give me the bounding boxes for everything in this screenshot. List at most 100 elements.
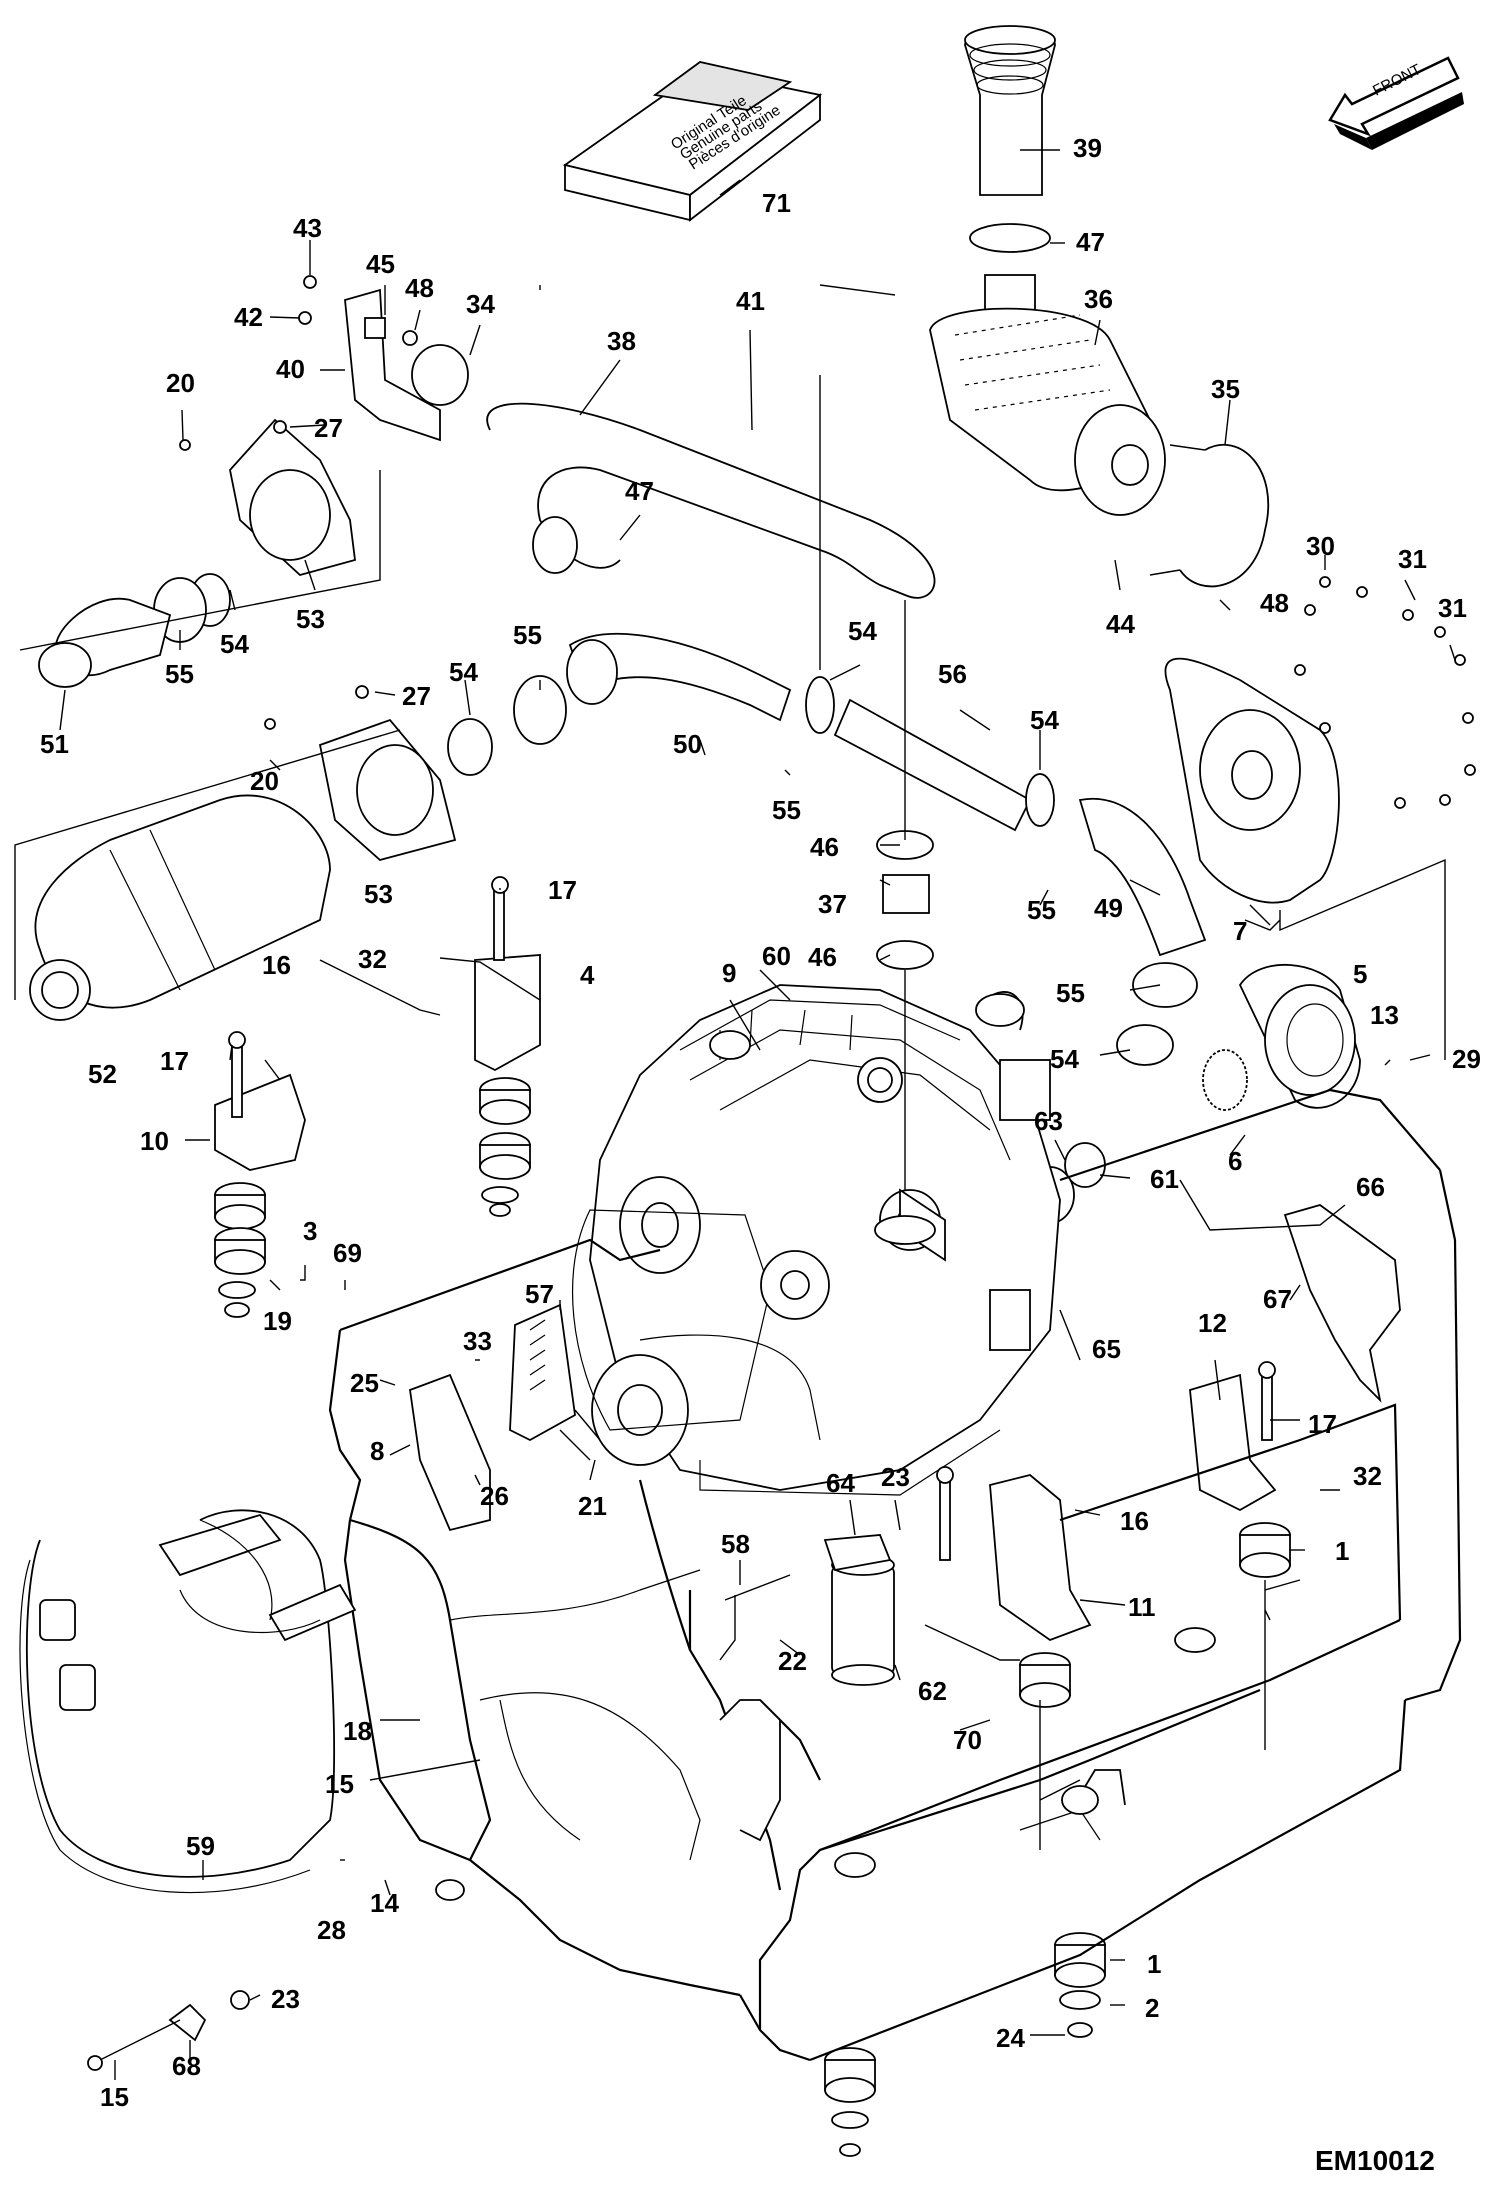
callout-48-upper: 48 xyxy=(405,273,434,303)
callout-19: 19 xyxy=(263,1306,292,1336)
callout-40: 40 xyxy=(276,354,305,384)
mounting-bracket-53-upper xyxy=(38,418,356,688)
callout-51: 51 xyxy=(40,729,69,759)
callout-17-right: 17 xyxy=(1308,1409,1337,1439)
callout-8: 8 xyxy=(370,1436,384,1466)
callout-55-b: 55 xyxy=(513,620,542,650)
callout-11: 11 xyxy=(1128,1592,1156,1622)
clip-68 xyxy=(87,1990,250,2071)
callout-54-upper: 54 xyxy=(220,629,249,659)
engine-mount-brackets xyxy=(214,876,1291,2157)
callout-17-left: 17 xyxy=(160,1046,189,1076)
callout-2: 2 xyxy=(1145,1993,1159,2023)
callout-43: 43 xyxy=(293,213,322,243)
callout-59: 59 xyxy=(186,1831,215,1861)
callout-15-upper: 15 xyxy=(325,1769,354,1799)
callout-23-lower: 23 xyxy=(271,1984,300,2014)
callout-48-lower: 48 xyxy=(1260,588,1289,618)
callout-63: 63 xyxy=(1034,1106,1063,1136)
callout-52: 52 xyxy=(88,1059,117,1089)
callout-27-upper: 27 xyxy=(314,413,343,443)
heat-shield-66 xyxy=(1283,1204,1401,1403)
callout-1-lower: 1 xyxy=(1147,1949,1161,1979)
wiring-harness-59 xyxy=(19,1509,357,1894)
callout-24: 24 xyxy=(996,2023,1025,2053)
chassis-frame xyxy=(328,1088,1462,2062)
hose-clamps xyxy=(153,573,1198,1066)
callout-17-upper: 17 xyxy=(548,875,577,905)
front-arrow-icon: FRONT xyxy=(1328,56,1464,150)
callout-42: 42 xyxy=(234,302,263,332)
callout-22: 22 xyxy=(778,1646,807,1676)
callout-54-b: 54 xyxy=(848,616,877,646)
callout-55-e: 55 xyxy=(1056,978,1085,1008)
callout-55-c: 55 xyxy=(772,795,801,825)
callout-65: 65 xyxy=(1092,1334,1121,1364)
callout-38: 38 xyxy=(607,326,636,356)
muffler-52 xyxy=(29,685,457,1021)
callout-56: 56 xyxy=(938,659,967,689)
callout-31-a: 31 xyxy=(1398,544,1427,574)
callout-44: 44 xyxy=(1106,609,1135,639)
callout-10: 10 xyxy=(140,1126,169,1156)
callout-13: 13 xyxy=(1370,1000,1399,1030)
callout-47-top: 47 xyxy=(1076,227,1105,257)
callout-69: 69 xyxy=(333,1238,362,1268)
drawing-code: EM10012 xyxy=(1315,2145,1435,2176)
callout-30: 30 xyxy=(1306,531,1335,561)
callout-4: 4 xyxy=(580,960,595,990)
callout-36: 36 xyxy=(1084,284,1113,314)
callout-49: 49 xyxy=(1094,893,1123,923)
callout-3: 3 xyxy=(303,1216,317,1246)
callout-21: 21 xyxy=(578,1491,607,1521)
callout-39: 39 xyxy=(1073,133,1102,163)
ecu-57 xyxy=(409,1303,601,1532)
callout-67: 67 xyxy=(1263,1284,1292,1314)
callout-6: 6 xyxy=(1228,1146,1242,1176)
callout-labels: 71 39 47 43 45 48 34 42 41 36 40 38 20 2… xyxy=(40,133,1481,2112)
fuel-filter-62 xyxy=(719,1534,1020,1686)
callout-33: 33 xyxy=(463,1326,492,1356)
callout-46-upper: 46 xyxy=(810,832,839,862)
callout-45: 45 xyxy=(366,249,395,279)
callout-32-left: 32 xyxy=(358,944,387,974)
callout-54-c: 54 xyxy=(449,657,478,687)
callout-37: 37 xyxy=(818,889,847,919)
callout-32-right: 32 xyxy=(1353,1461,1382,1491)
callout-53-lower: 53 xyxy=(364,879,393,909)
callout-20-upper: 20 xyxy=(166,368,195,398)
callout-41: 41 xyxy=(736,286,765,316)
callout-14: 14 xyxy=(370,1888,399,1918)
intake-hoses xyxy=(486,402,1207,957)
callout-55-upper: 55 xyxy=(165,659,194,689)
callout-9: 9 xyxy=(722,958,736,988)
callout-31-b: 31 xyxy=(1438,593,1467,623)
callout-71: 71 xyxy=(762,188,791,218)
air-intake-assembly xyxy=(929,25,1270,588)
callout-16-left: 16 xyxy=(262,950,291,980)
callout-5: 5 xyxy=(1353,959,1367,989)
callout-18: 18 xyxy=(343,1716,372,1746)
callout-60: 60 xyxy=(762,941,791,971)
callout-1-upper: 1 xyxy=(1335,1536,1349,1566)
callout-68: 68 xyxy=(172,2051,201,2081)
bracket-40 xyxy=(298,275,469,442)
callout-62: 62 xyxy=(918,1676,947,1706)
callout-34: 34 xyxy=(466,289,495,319)
callout-26: 26 xyxy=(480,1481,509,1511)
callout-25: 25 xyxy=(350,1368,379,1398)
callout-53-upper: 53 xyxy=(296,604,325,634)
callout-58: 58 xyxy=(721,1529,750,1559)
callout-55-d: 55 xyxy=(1027,895,1056,925)
callout-35: 35 xyxy=(1211,374,1240,404)
callout-29: 29 xyxy=(1452,1044,1481,1074)
callout-47-mid: 47 xyxy=(625,476,654,506)
callout-54-d: 54 xyxy=(1030,705,1059,735)
callout-46-lower: 46 xyxy=(808,942,837,972)
leader-lines xyxy=(14,149,1456,2080)
genuine-parts-package: Original Teile Genuine parts Pièces d'or… xyxy=(562,61,823,222)
callout-23-upper: 23 xyxy=(881,1462,910,1492)
callout-54-e: 54 xyxy=(1050,1044,1079,1074)
callout-64: 64 xyxy=(826,1468,855,1498)
